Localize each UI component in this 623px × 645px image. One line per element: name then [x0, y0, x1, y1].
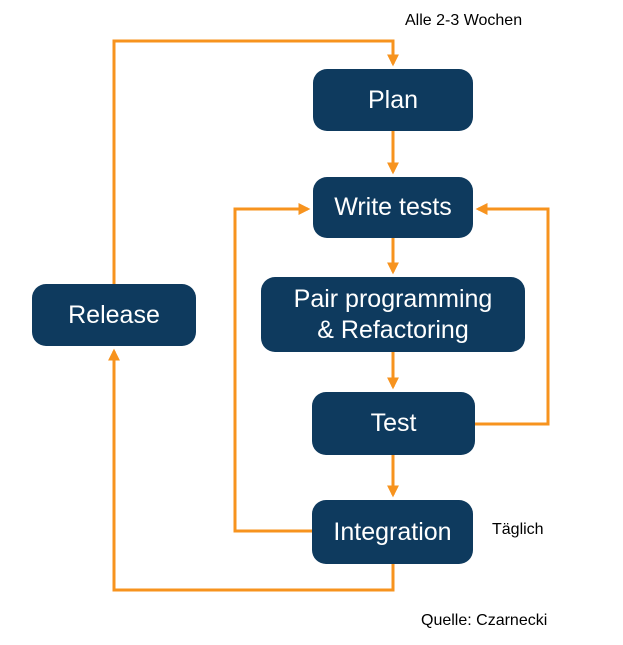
node-write-tests-label: Write tests: [334, 193, 452, 222]
node-release: Release: [32, 284, 196, 346]
node-pair-label-line2: & Refactoring: [317, 315, 469, 344]
node-write-tests: Write tests: [313, 177, 473, 238]
node-release-label: Release: [68, 300, 160, 329]
node-integration: Integration: [312, 500, 473, 564]
node-plan: Plan: [313, 69, 473, 131]
node-test: Test: [312, 392, 475, 455]
arrow-release-to-plan: [112, 39, 399, 284]
arrow-integration-to-release: [108, 348, 395, 592]
source-credit-label: Quelle: Czarnecki: [421, 612, 548, 629]
node-pair-label-line1: Pair programming: [293, 285, 493, 313]
cycle-duration-label: Alle 2-3 Wochen: [405, 12, 523, 29]
node-integration-label: Integration: [333, 517, 452, 546]
node-plan-label: Plan: [367, 85, 419, 114]
arrow-integration-to-write-tests: [233, 203, 312, 533]
arrow-test-to-write-tests: [475, 203, 550, 426]
node-test-label: Test: [370, 409, 417, 438]
daily-label: Täglich: [492, 521, 544, 538]
node-pair-programming-refactoring: Pair programming & Refactoring: [261, 277, 525, 352]
